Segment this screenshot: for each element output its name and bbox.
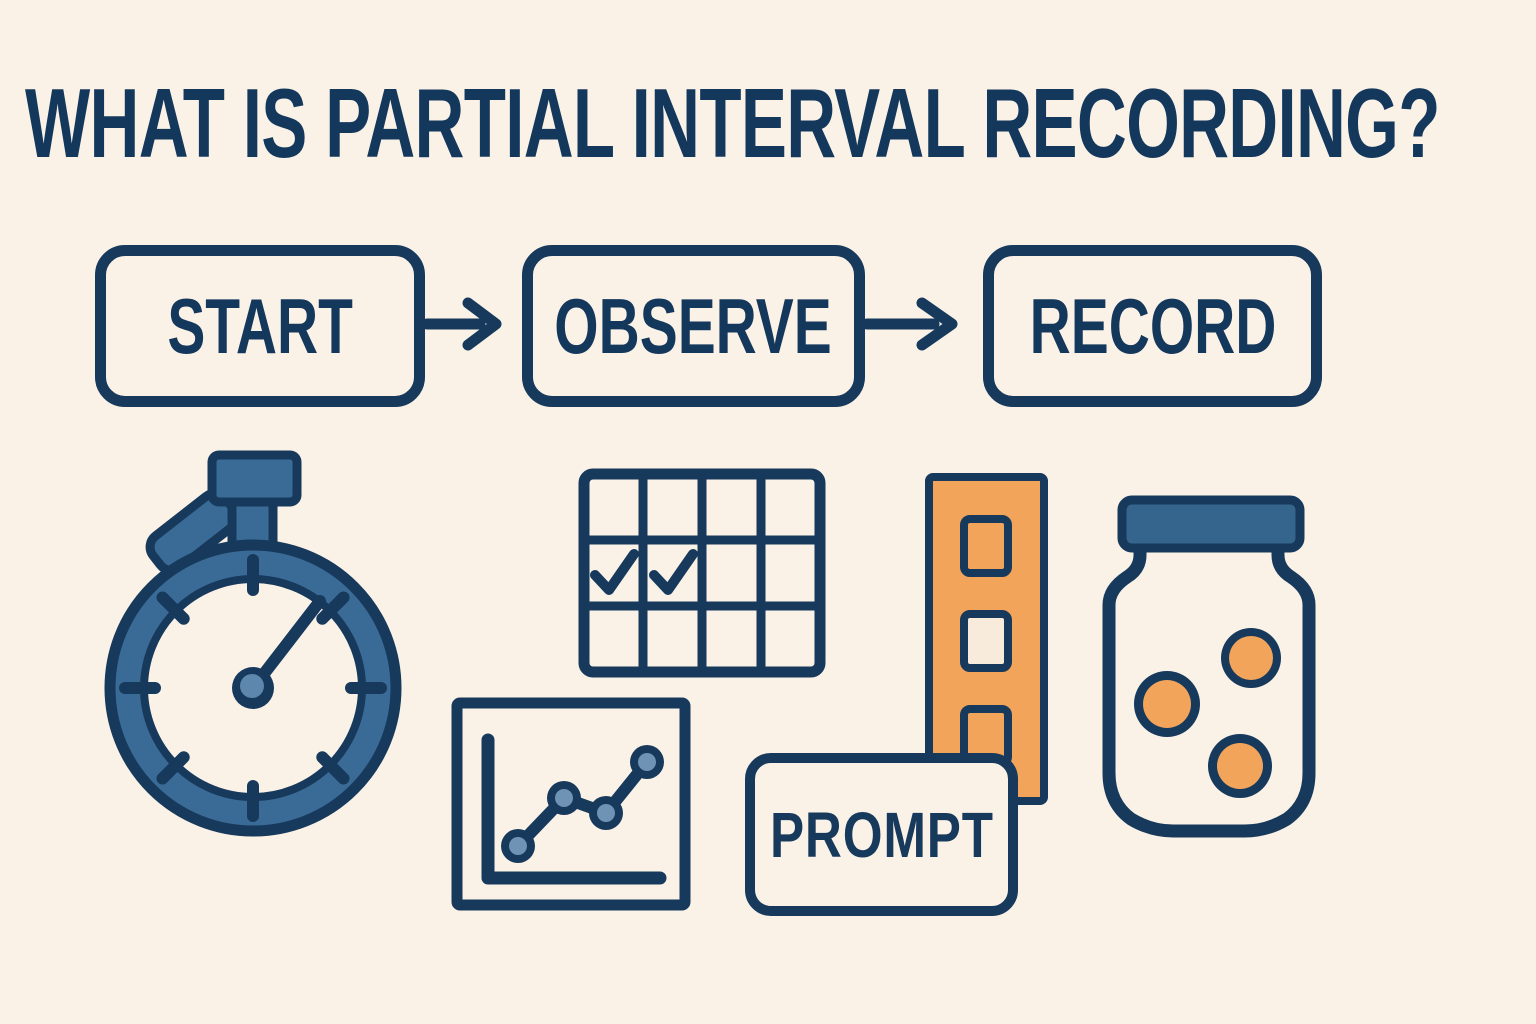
flow-step-record: RECORD [983, 245, 1322, 407]
token-coin-icon [1134, 628, 1281, 798]
stopwatch-icon [104, 450, 402, 837]
interval-grid-icon [578, 468, 826, 678]
token-jar-icon [1102, 495, 1316, 838]
checkmark-icon [649, 549, 698, 595]
strip-cell [960, 515, 1012, 577]
prompt-label: PROMPT [769, 798, 994, 871]
flow-step-start: START [95, 245, 425, 407]
strip-cell [960, 610, 1012, 672]
arrow-right-icon [864, 297, 958, 351]
page-title: WHAT IS PARTIAL INTERVAL RECORDING? [25, 68, 1440, 178]
flow-step-observe-label: OBSERVE [554, 282, 833, 370]
flow-step-record-label: RECORD [1029, 282, 1276, 370]
jar-lid [1117, 495, 1305, 553]
prompt-box: PROMPT [745, 753, 1018, 916]
flow-step-observe: OBSERVE [522, 245, 865, 407]
line-chart-icon [451, 697, 691, 911]
flow-step-start-label: START [167, 282, 353, 370]
behavior-strip-icon [925, 473, 1048, 805]
checkmark-icon [590, 549, 639, 595]
arrow-right-icon [424, 297, 502, 351]
